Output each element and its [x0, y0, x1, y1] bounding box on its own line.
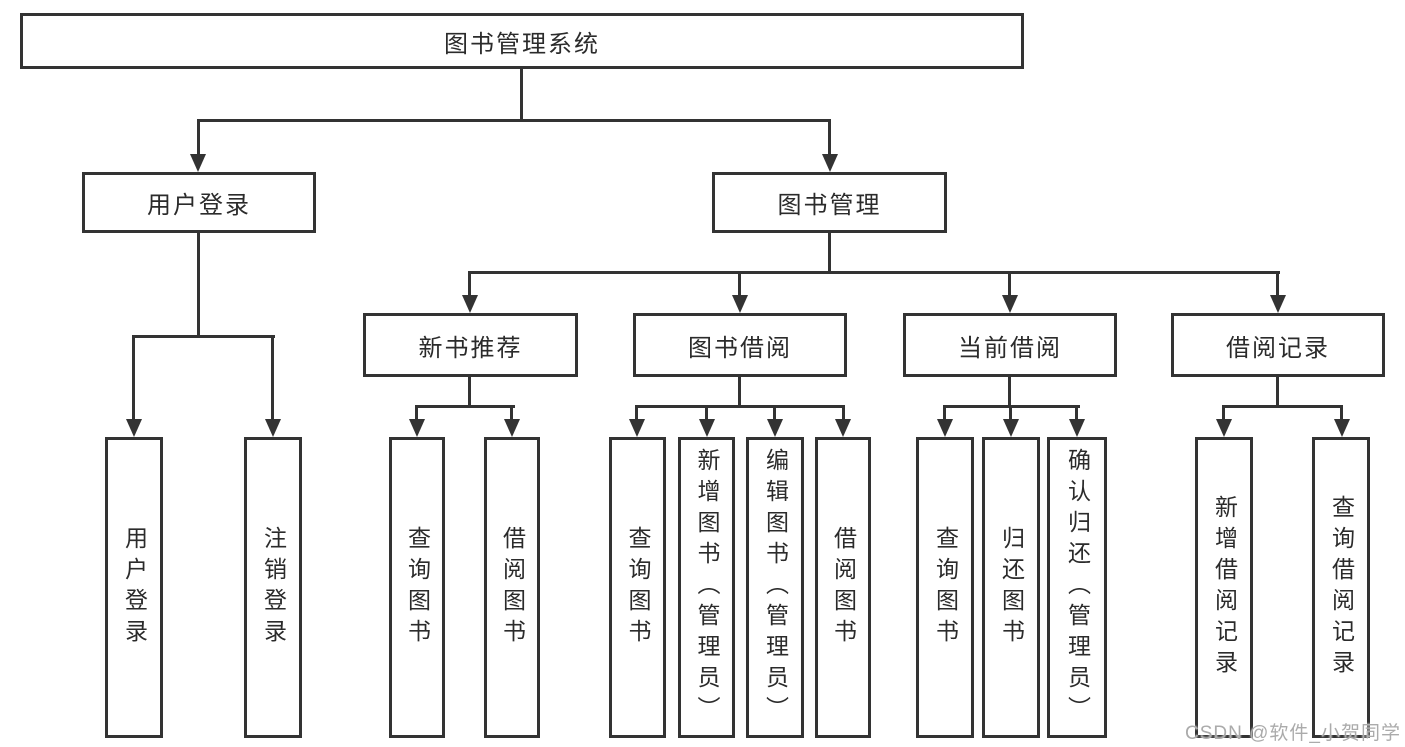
- connector-to-current-borrow: [1008, 271, 1011, 300]
- connector-borrow-records-rail: [1222, 405, 1343, 408]
- connector-user-login-stem: [197, 233, 200, 338]
- node-book-borrowing: 图书借阅: [633, 313, 847, 377]
- arrowhead-user-login: [190, 154, 206, 172]
- connector-to-book-borrow: [738, 271, 741, 300]
- arrowhead-current-borrow: [1002, 295, 1018, 313]
- arrowhead-rec-borrow-books: [504, 419, 520, 437]
- csdn-watermark: CSDN @软件_小贺同学: [1185, 723, 1401, 744]
- connector-recd-leaf1: [1222, 405, 1225, 424]
- arrowhead-leaf-user-login: [126, 419, 142, 437]
- leaf-cur-confirm-return-admin: 确认归还（管理员）: [1047, 437, 1107, 738]
- arrowhead-recd-query-record: [1334, 419, 1350, 437]
- arrowhead-bor-query-books: [629, 419, 645, 437]
- connector-user-login-rail: [132, 335, 275, 338]
- connector-borrow-records-stem: [1276, 377, 1279, 408]
- connector-current-borrow-stem: [1008, 377, 1011, 408]
- connector-cur-leaf1: [943, 405, 946, 424]
- arrowhead-bor-borrow-books: [835, 419, 851, 437]
- connector-rec-leaf1: [415, 405, 418, 424]
- connector-root-rail: [197, 119, 831, 122]
- connector-book-borrow-rail: [635, 405, 845, 408]
- arrowhead-book-borrow: [732, 295, 748, 313]
- connector-rec-leaf2: [510, 405, 513, 424]
- leaf-rec-borrow-books: 借阅图书: [484, 437, 540, 738]
- leaf-bor-query-books: 查询图书: [609, 437, 666, 738]
- node-book-mgmt-branch: 图书管理: [712, 172, 947, 233]
- leaf-logout-login: 注销登录: [244, 437, 302, 738]
- connector-book-borrow-stem: [738, 377, 741, 408]
- node-current-borrowing: 当前借阅: [903, 313, 1117, 377]
- connector-recd-leaf2: [1340, 405, 1343, 424]
- leaf-bor-borrow-books: 借阅图书: [815, 437, 871, 738]
- connector-book-mgmt-stem: [828, 233, 831, 274]
- connector-new-book-rec-stem: [468, 377, 471, 408]
- connector-to-leaf-logout: [271, 335, 274, 423]
- leaf-user-login: 用户登录: [105, 437, 163, 738]
- leaf-cur-query-books: 查询图书: [916, 437, 974, 738]
- leaf-bor-edit-books-admin: 编辑图书（管理员）: [746, 437, 804, 738]
- leaf-cur-return-books: 归还图书: [982, 437, 1040, 738]
- connector-to-leaf-user-login: [132, 335, 135, 423]
- connector-root-to-user-login: [197, 119, 200, 157]
- connector-root-stem: [520, 69, 523, 122]
- node-root-library-system: 图书管理系统: [20, 13, 1024, 69]
- connector-cur-leaf2: [1009, 405, 1012, 424]
- connector-to-borrow-records: [1276, 271, 1279, 300]
- arrowhead-bor-add-books: [699, 419, 715, 437]
- node-new-book-recommendation: 新书推荐: [363, 313, 578, 377]
- leaf-recd-query-borrow-record: 查询借阅记录: [1312, 437, 1370, 738]
- connector-cur-leaf3: [1075, 405, 1078, 424]
- arrowhead-borrow-records: [1270, 295, 1286, 313]
- leaf-bor-add-books-admin: 新增图书（管理员）: [678, 437, 735, 738]
- arrowhead-cur-return-books: [1003, 419, 1019, 437]
- connector-bor-leaf2: [705, 405, 708, 424]
- arrowhead-leaf-logout: [265, 419, 281, 437]
- arrowhead-book-mgmt: [822, 154, 838, 172]
- connector-bor-leaf3: [773, 405, 776, 424]
- arrowhead-cur-query-books: [937, 419, 953, 437]
- arrowhead-cur-confirm-return: [1069, 419, 1085, 437]
- connector-book-mgmt-rail: [468, 271, 1280, 274]
- node-borrowing-records: 借阅记录: [1171, 313, 1385, 377]
- leaf-recd-add-borrow-record: 新增借阅记录: [1195, 437, 1253, 738]
- node-user-login-branch: 用户登录: [82, 172, 316, 233]
- arrowhead-recd-add-record: [1216, 419, 1232, 437]
- arrowhead-bor-edit-books: [767, 419, 783, 437]
- arrowhead-new-book-rec: [462, 295, 478, 313]
- connector-bor-leaf1: [635, 405, 638, 424]
- connector-to-new-book-rec: [468, 271, 471, 300]
- connector-bor-leaf4: [842, 405, 845, 424]
- connector-new-book-rec-rail: [415, 405, 515, 408]
- arrowhead-rec-query-books: [409, 419, 425, 437]
- connector-root-to-book-mgmt: [828, 119, 831, 157]
- leaf-rec-query-books: 查询图书: [389, 437, 445, 738]
